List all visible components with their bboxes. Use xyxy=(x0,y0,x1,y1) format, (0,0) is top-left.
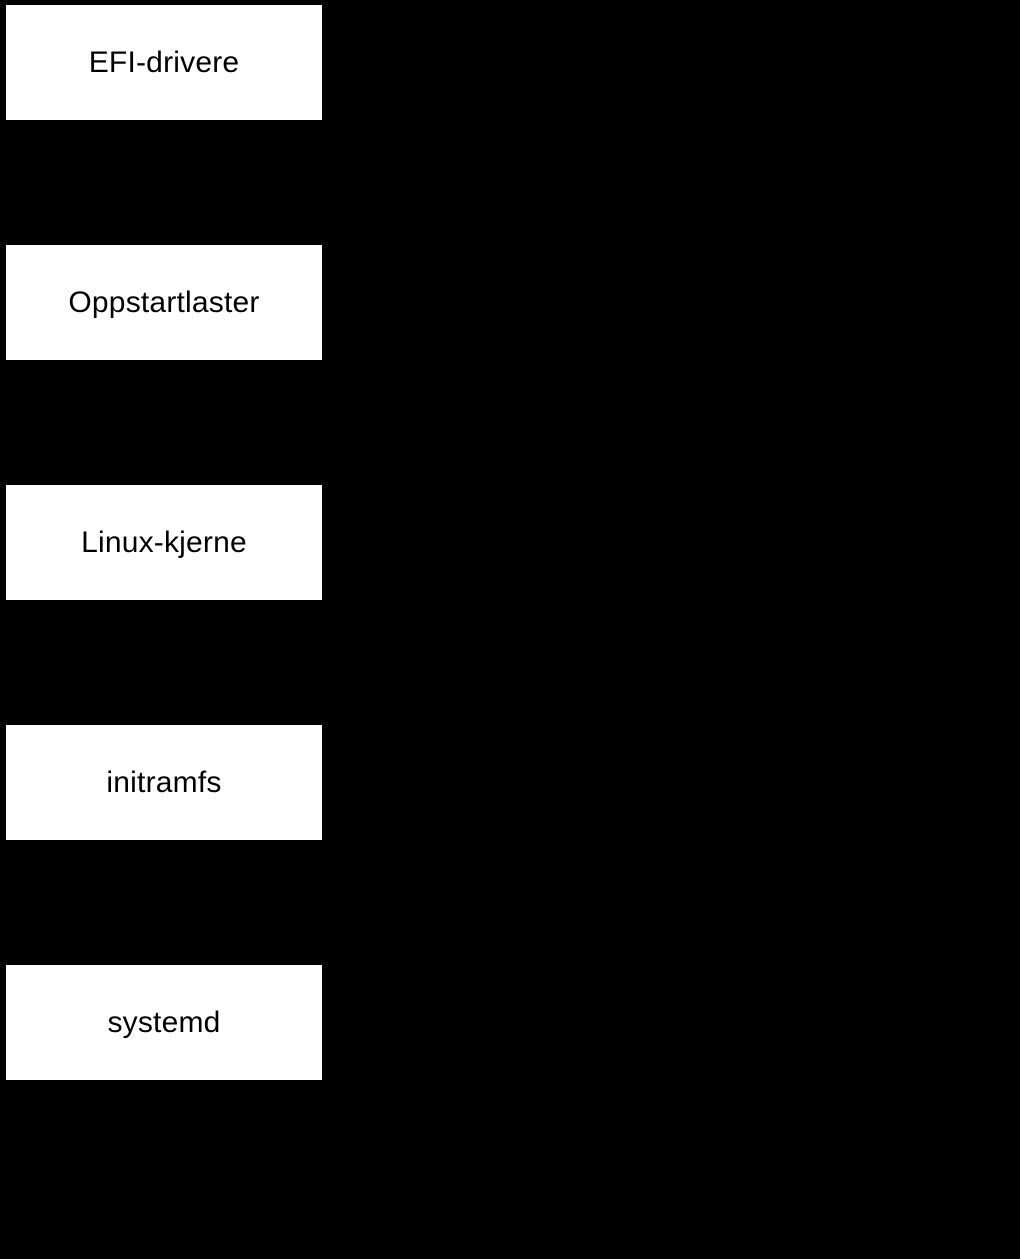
diagram-node-label: Linux-kjerne xyxy=(81,525,247,559)
diagram-node-linux-kjerne[interactable]: Linux-kjerne xyxy=(6,485,322,600)
diagram-node-oppstartlaster[interactable]: Oppstartlaster xyxy=(6,245,322,360)
diagram-node-label: EFI-drivere xyxy=(88,45,240,79)
diagram-node-initramfs[interactable]: initramfs xyxy=(6,725,322,840)
diagram-node-label: systemd xyxy=(107,1005,221,1039)
diagram-node-systemd[interactable]: systemd xyxy=(6,965,322,1080)
diagram-node-efi-drivere[interactable]: EFI-drivere xyxy=(6,5,322,120)
diagram-node-label: initramfs xyxy=(106,765,222,799)
diagram-node-label: Oppstartlaster xyxy=(68,285,260,319)
